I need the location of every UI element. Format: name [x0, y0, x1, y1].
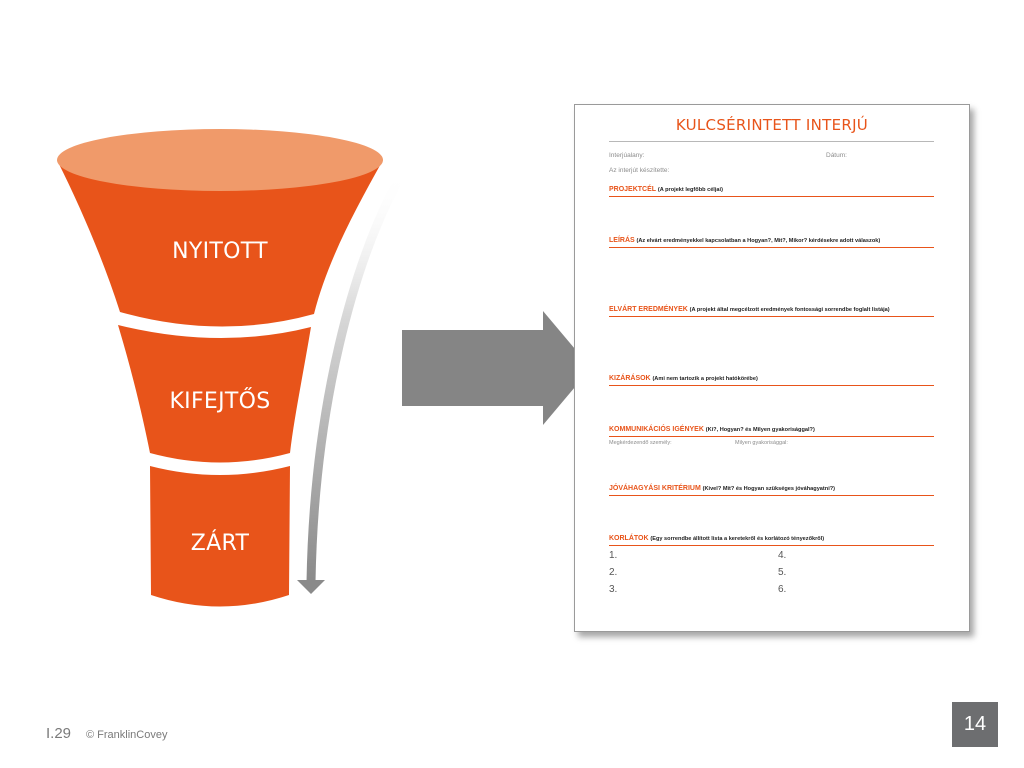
section-title: LEÍRÁS [609, 237, 635, 244]
interviewer-label: Az interjút készítette: [609, 167, 670, 174]
comm-person-label: Megkérdezendő személy: [609, 440, 672, 446]
section-exclusions: KIZÁRÁSOK (Ami nem tartozik a projekt ha… [609, 374, 934, 386]
section-divider [609, 316, 934, 317]
funnel-segment-closed [150, 466, 290, 607]
comm-frequency-label: Milyen gyakorisággal: [735, 440, 788, 446]
interview-form-document: KULCSÉRINTETT INTERJÚ Interjúalany: Dátu… [574, 104, 970, 632]
document-title: KULCSÉRINTETT INTERJÚ [675, 116, 869, 134]
funnel-label-elaborative: KIFEJTŐS [169, 388, 270, 414]
section-title: JÓVÁHAGYÁSI KRITÉRIUM [609, 485, 701, 492]
funnel-label-closed: ZÁRT [191, 530, 250, 556]
section-description: (A projekt által megcélzott eredmények f… [689, 307, 890, 313]
section-expected-results: ELVÁRT EREDMÉNYEK (A projekt által megcé… [609, 305, 934, 317]
section-description: LEÍRÁS (Az elvárt eredményekkel kapcsola… [609, 236, 934, 248]
list-number: 4. [778, 550, 787, 561]
list-number: 2. [609, 567, 618, 578]
funnel-label-open: NYITOTT [172, 239, 268, 264]
page-reference: I.29 [46, 725, 72, 742]
slide-number-badge: 14 [952, 702, 998, 747]
curved-arrow-head-icon [297, 580, 325, 594]
right-arrow-icon [402, 311, 591, 425]
section-communication-needs: KOMMUNIKÁCIÓS IGÉNYEK (Ki?, Hogyan? és M… [609, 425, 934, 437]
list-number: 3. [609, 584, 618, 595]
section-description: (Az elvárt eredményekkel kapcsolatban a … [636, 238, 881, 244]
section-description: (Kivel? Mit? és Hogyan szükséges jóváhag… [702, 486, 836, 492]
funnel-segment-open [57, 160, 383, 327]
section-title: KOMMUNIKÁCIÓS IGÉNYEK [609, 426, 704, 433]
section-title: KORLÁTOK [609, 535, 649, 542]
list-number: 5. [778, 567, 787, 578]
section-divider [609, 495, 934, 496]
list-number: 1. [609, 550, 618, 561]
section-constraints: KORLÁTOK (Egy sorrendbe állított lista a… [609, 534, 934, 546]
section-title: ELVÁRT EREDMÉNYEK [609, 306, 688, 313]
section-description: (Ami nem tartozik a projekt hatókörébe) [652, 376, 758, 382]
copyright-notice: © FranklinCovey [86, 729, 168, 741]
section-divider [609, 196, 934, 197]
funnel-segment-elaborative [118, 325, 311, 463]
interviewee-label: Interjúalany: [609, 152, 645, 159]
section-divider [609, 247, 934, 248]
section-description: (A projekt legfőbb céljai) [657, 187, 723, 193]
funnel-top [57, 129, 383, 191]
section-title: PROJEKTCÉL [609, 186, 657, 193]
title-divider [609, 141, 934, 142]
section-description: (Egy sorrendbe állított lista a keretekr… [650, 536, 825, 542]
section-divider [609, 545, 934, 546]
date-label: Dátum: [826, 152, 847, 159]
curved-down-arrow-icon [306, 167, 408, 583]
section-divider [609, 436, 934, 437]
section-approval-criteria: JÓVÁHAGYÁSI KRITÉRIUM (Kivel? Mit? és Ho… [609, 484, 934, 496]
section-description: (Ki?, Hogyan? és Milyen gyakorisággal?) [705, 427, 815, 433]
section-title: KIZÁRÁSOK [609, 375, 651, 382]
section-divider [609, 385, 934, 386]
section-project-goal: PROJEKTCÉL (A projekt legfőbb céljai) [609, 185, 934, 197]
list-number: 6. [778, 584, 787, 595]
